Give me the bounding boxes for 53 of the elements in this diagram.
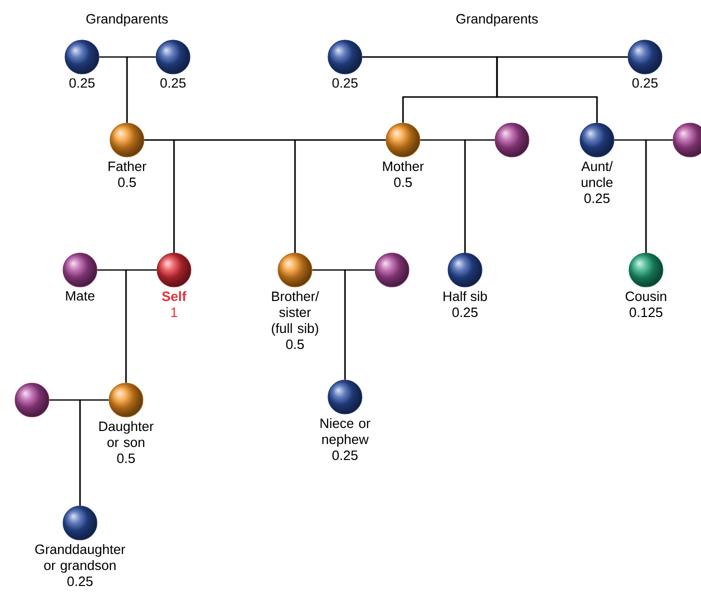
node-caption: Half sib <box>444 291 487 302</box>
node-caption: 0.25 <box>67 576 93 586</box>
node-caption: Mate <box>66 291 94 301</box>
node-caption: 0.25 <box>332 450 358 460</box>
person-circle <box>156 40 190 74</box>
node-caption: 0.25 <box>160 78 186 88</box>
node-caption: Brother/ sister (full sib) <box>272 291 319 336</box>
node-caption: Daughter or son <box>99 421 154 448</box>
group-heading: Grandparents <box>86 14 168 26</box>
person-circle <box>374 252 410 288</box>
node-caption: 0.125 <box>630 308 662 318</box>
family-line <box>464 139 495 253</box>
family-line <box>294 139 386 253</box>
family-line <box>79 399 109 506</box>
person-circle <box>156 252 192 288</box>
node-caption: 0.5 <box>118 178 136 188</box>
person-circle <box>62 506 98 540</box>
person-circle <box>448 252 482 288</box>
group-heading: Grandparents <box>456 14 538 26</box>
person-circle <box>328 40 362 74</box>
family-line <box>344 269 375 380</box>
family-line <box>496 56 628 123</box>
node-caption: 0.5 <box>117 454 135 464</box>
person-circle <box>494 122 530 158</box>
node-caption: 0.25 <box>584 194 610 204</box>
node-caption: Mother <box>383 161 424 172</box>
person-circle <box>386 122 420 158</box>
person-circle <box>62 252 98 288</box>
person-circle <box>328 380 362 414</box>
node-caption: Aunt/ uncle <box>581 161 613 188</box>
node-caption: Self <box>162 291 186 302</box>
person-circle <box>110 122 144 158</box>
person-circle <box>628 252 664 288</box>
family-line <box>125 269 157 383</box>
person-circle <box>628 40 662 74</box>
family-line <box>126 56 156 123</box>
node-caption: 0.25 <box>632 78 658 88</box>
node-caption: 0.25 <box>69 78 95 88</box>
node-caption: Father <box>108 161 146 172</box>
node-caption: Granddaughter or grandson <box>35 544 126 573</box>
person-circle <box>64 40 100 74</box>
family-line <box>645 139 673 253</box>
person-circle <box>278 252 312 288</box>
node-caption: 0.5 <box>286 340 304 350</box>
node-caption: 0.25 <box>332 78 358 88</box>
node-caption: 0.5 <box>394 178 412 188</box>
person-circle <box>14 382 50 418</box>
node-caption: Niece or nephew <box>320 418 370 447</box>
person-circle <box>108 382 144 418</box>
person-circle <box>580 122 614 158</box>
node-caption: Cousin <box>626 291 666 302</box>
node-caption: 1 <box>171 308 178 317</box>
node-caption: 0.25 <box>452 308 478 318</box>
